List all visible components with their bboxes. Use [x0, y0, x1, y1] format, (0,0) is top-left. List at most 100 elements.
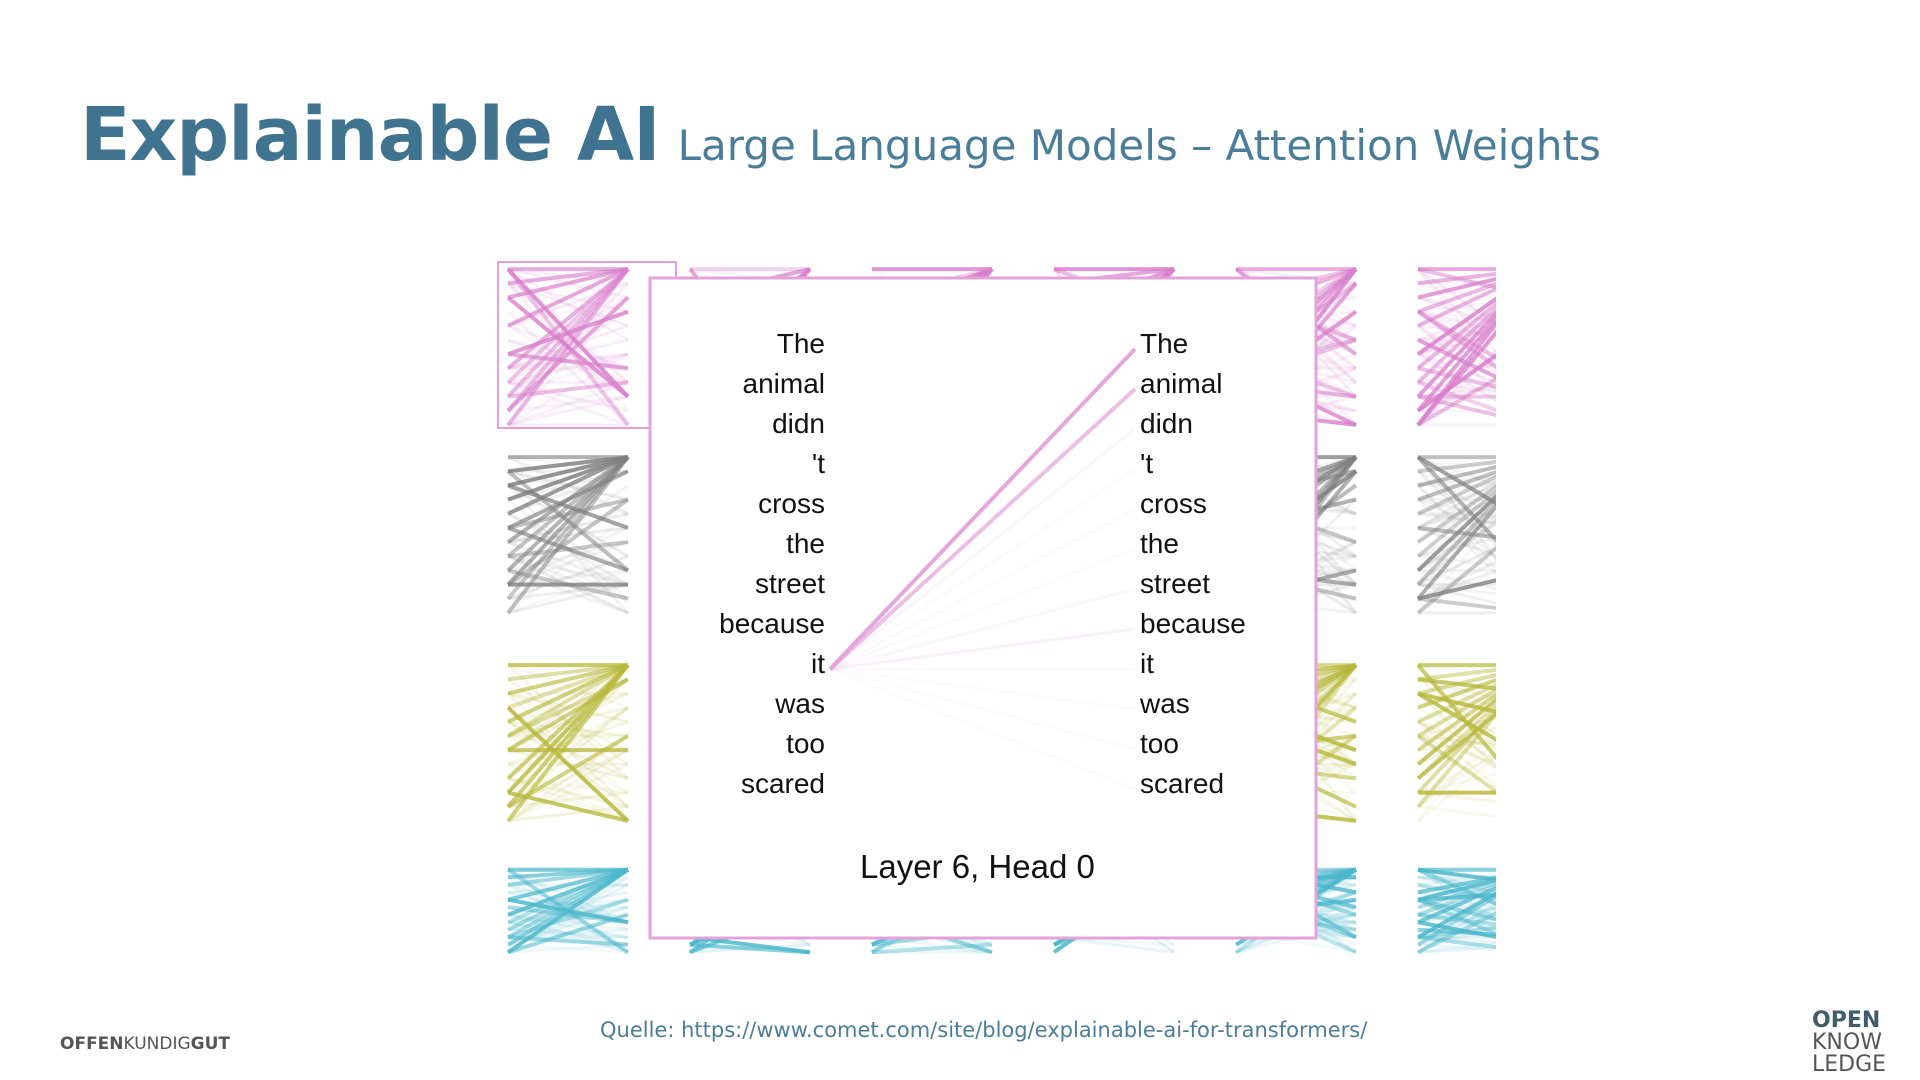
attention-link — [507, 352, 629, 427]
attention-link — [507, 663, 629, 709]
left-token: animal — [742, 368, 825, 399]
attention-link — [507, 867, 629, 925]
left-token: cross — [758, 488, 825, 519]
attention-link — [507, 583, 629, 615]
attention-link — [507, 913, 629, 932]
attention-link — [507, 912, 629, 955]
right-token: The — [1140, 328, 1189, 359]
attention-link — [507, 512, 629, 544]
left-token: The — [776, 328, 825, 359]
attention-link — [506, 663, 630, 823]
attention-link — [507, 943, 629, 954]
left-token: it — [811, 648, 825, 679]
attention-link — [506, 455, 630, 586]
attention-thumbnail — [506, 267, 630, 427]
attention-link — [507, 484, 629, 572]
right-token: street — [1140, 568, 1211, 599]
attention-link — [507, 663, 629, 752]
attention-link — [507, 395, 629, 413]
offenkundiggut-logo: OFFENKUNDIGGUT — [60, 1034, 231, 1054]
attention-link — [507, 267, 629, 286]
attention-link — [871, 942, 993, 955]
attention-link — [507, 868, 629, 924]
attention-link — [507, 883, 629, 894]
attention-link — [507, 706, 629, 808]
attention-link — [507, 583, 629, 601]
attention-link — [506, 868, 630, 954]
attention-line — [829, 547, 1136, 671]
attention-link — [507, 734, 629, 823]
attention-link — [507, 381, 629, 427]
attention-link — [871, 935, 993, 954]
attention-link — [507, 663, 629, 696]
attention-line — [828, 387, 1137, 671]
attention-link — [507, 380, 629, 413]
attention-link — [507, 913, 629, 924]
attention-link — [507, 512, 629, 572]
attention-link — [507, 663, 629, 724]
left-token: the — [786, 528, 825, 559]
attention-link — [507, 395, 629, 427]
attention-link — [506, 267, 630, 370]
right-token: 't — [1140, 448, 1154, 479]
left-token: street — [754, 568, 825, 599]
attention-link — [507, 267, 629, 328]
attention-link — [507, 883, 629, 947]
attention-line — [829, 427, 1136, 671]
title-main: Explainable AI — [80, 92, 661, 178]
attention-link — [506, 497, 630, 587]
attention-line — [829, 507, 1136, 671]
figure-caption: Layer 6, Head 0 — [860, 848, 1095, 885]
attention-link — [506, 455, 630, 615]
attention-link — [507, 905, 629, 924]
attention-grid-svg — [497, 261, 1540, 955]
attention-link — [871, 943, 993, 954]
attention-link — [507, 898, 629, 932]
detail-panel-frame — [648, 276, 1318, 940]
attention-link — [507, 455, 629, 474]
attention-link — [507, 883, 629, 924]
left-token: 't — [811, 448, 825, 479]
attention-link — [507, 352, 629, 370]
attention-link — [506, 295, 630, 413]
right-token: didn — [1140, 408, 1193, 439]
attention-link — [507, 526, 629, 586]
attention-link — [507, 867, 629, 917]
attention-link — [507, 905, 629, 932]
attention-link — [507, 455, 629, 488]
attention-thumbnail — [1416, 663, 1540, 823]
attention-link — [507, 748, 629, 823]
attention-link — [507, 762, 629, 823]
attention-link — [507, 455, 629, 502]
attention-link — [507, 706, 629, 794]
attention-link — [507, 691, 629, 724]
right-token: the — [1140, 528, 1179, 559]
attention-link — [506, 267, 630, 398]
attention-line — [829, 467, 1136, 671]
attention-link — [507, 469, 629, 516]
attention-link — [506, 706, 630, 823]
attention-thumbnail — [1416, 867, 1540, 955]
attention-link — [507, 867, 629, 887]
attention-link — [506, 310, 630, 427]
attention-link — [506, 663, 630, 738]
attention-link — [507, 734, 629, 794]
attention-thumbnail — [1416, 267, 1540, 427]
left-token: was — [775, 688, 825, 719]
attention-link — [507, 920, 629, 954]
attention-link — [507, 691, 629, 724]
left-token: didn — [772, 408, 825, 439]
attention-link — [507, 663, 629, 710]
attention-link — [506, 296, 630, 426]
attention-link — [507, 805, 629, 823]
attention-link — [507, 267, 629, 300]
attention-link — [507, 352, 629, 371]
attention-link — [507, 875, 629, 954]
attention-link — [507, 526, 629, 573]
attention-link — [507, 663, 629, 682]
attention-line — [828, 347, 1137, 671]
attention-line — [829, 627, 1136, 671]
right-token: scared — [1140, 768, 1225, 799]
attention-link — [507, 867, 629, 902]
